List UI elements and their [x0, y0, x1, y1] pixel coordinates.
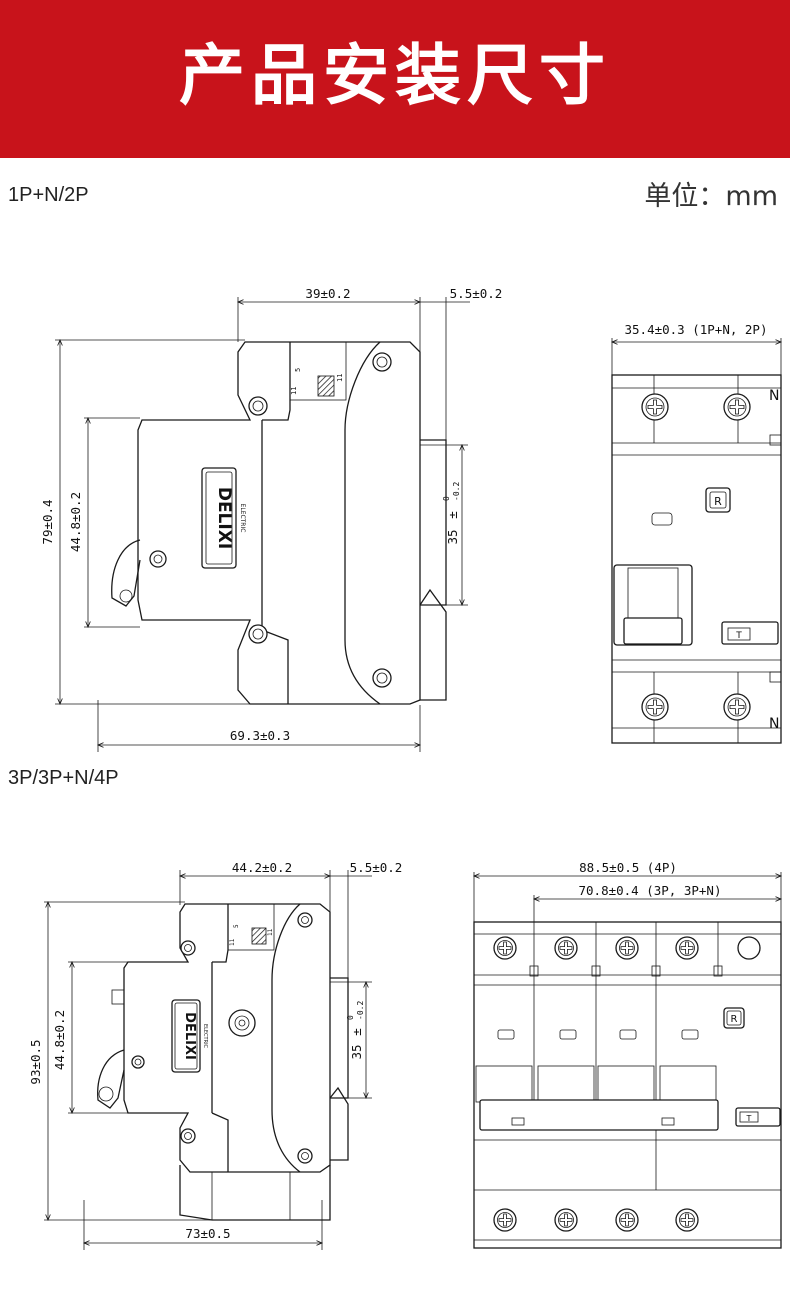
dim-total-height-2: 93±0.5 [28, 1039, 43, 1084]
terminal-mark-2a: 5 [233, 924, 240, 928]
delixi-logo-2: DELIXI ELECTRIC [171, 999, 208, 1073]
terminal-screw-icon [554, 936, 578, 960]
front-view-3p4p: 88.5±0.5 (4P) 70.8±0.4 (3P, 3P+N) R [474, 860, 781, 1249]
terminal-screw-icon [493, 1208, 517, 1232]
section1-label: 1P+N/2P [8, 184, 89, 206]
terminal-screw-icon [615, 936, 639, 960]
test-mark-2: T [746, 1114, 752, 1123]
tol-lower-1: -0.2 [452, 482, 461, 501]
front-view-1p2p: 35.4±0.3 (1P+N, 2P) N N R T [612, 322, 781, 744]
terminal-screw-icon [723, 393, 751, 421]
terminal-screw-icon [723, 693, 751, 721]
dim-total-height-1: 79±0.4 [40, 499, 55, 544]
terminal-screw-icon [641, 693, 669, 721]
terminal-screw-icon [554, 1208, 578, 1232]
page-title: 产品安装尺寸 [179, 37, 611, 114]
reset-mark-2: R [731, 1014, 738, 1025]
terminal-mark-1a: 5 [294, 368, 302, 372]
test-mark: T [735, 631, 742, 641]
svg-text:ELECTRIC: ELECTRIC [202, 1024, 208, 1049]
terminal-screw-icon [675, 936, 699, 960]
terminal-screw-icon [641, 393, 669, 421]
side-view-3p4p: 44.2±0.2 5.5±0.2 93±0.5 44.8±0.2 35 ± 0 … [28, 860, 402, 1250]
terminal-screw-icon [675, 1208, 699, 1232]
terminal-screw-icon [615, 1208, 639, 1232]
dim-rail-depth-2: 5.5±0.2 [350, 860, 403, 875]
terminal-mark-1c: 11 [336, 374, 344, 382]
section2-label: 3P/3P+N/4P [8, 767, 119, 789]
dim-width-top-2: 44.2±0.2 [232, 860, 292, 875]
dim-front-height-2: 44.8±0.2 [52, 1010, 67, 1070]
tol-lower-2: -0.2 [356, 1001, 365, 1020]
dim-rail-depth-1: 5.5±0.2 [450, 286, 503, 301]
delixi-logo-1: DELIXI ELECTRIC [201, 467, 246, 569]
svg-text:±: ± [445, 511, 460, 519]
svg-text:±: ± [349, 1028, 364, 1036]
tol-upper-2: 0 [346, 1015, 355, 1020]
neutral-mark-top: N [769, 388, 779, 404]
svg-text:DELIXI: DELIXI [214, 487, 234, 549]
svg-text:DELIXI: DELIXI [182, 1012, 197, 1060]
dim-front-height-1: 44.8±0.2 [68, 492, 83, 552]
dim-total-width-2: 73±0.5 [185, 1226, 230, 1241]
svg-text:ELECTRIC: ELECTRIC [239, 504, 246, 533]
dim-front-width-1: 35.4±0.3 (1P+N, 2P) [625, 322, 768, 337]
dim-rail-height-2: 35 [349, 1044, 364, 1059]
neutral-mark-bottom: N [769, 716, 779, 732]
reset-mark: R [714, 495, 722, 508]
dim-width-top-1: 39±0.2 [305, 286, 350, 301]
terminal-mark-1b: 11 [290, 387, 298, 395]
dim-total-width-1: 69.3±0.3 [230, 728, 290, 743]
unit-label: 单位：mm [644, 181, 778, 212]
dim-front-width-4p: 88.5±0.5 (4P) [579, 860, 677, 875]
header-banner: 产品安装尺寸 [0, 0, 790, 158]
dim-front-width-3p: 70.8±0.4 (3P, 3P+N) [579, 883, 722, 898]
dim-rail-height-1: 35 [445, 529, 460, 544]
terminal-mark-2c: 11 [267, 928, 274, 936]
side-view-1p2p: 39±0.2 5.5±0.2 79±0.4 44.8±0.2 35 ± 0 -0… [40, 286, 502, 752]
terminal-screw-icon [493, 936, 517, 960]
terminal-mark-2b: 11 [229, 938, 236, 946]
